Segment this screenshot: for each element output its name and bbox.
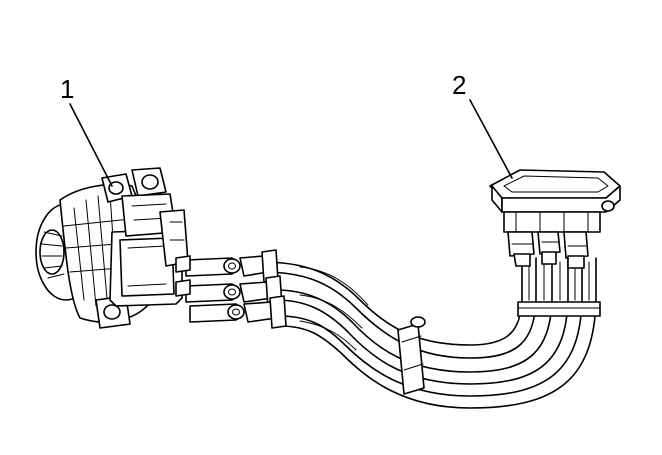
callout-1: 1 [60, 74, 113, 187]
generator-assembly [35, 167, 191, 329]
vertical-harness-strap [517, 301, 601, 317]
leader-line-1 [69, 103, 113, 187]
callout-2: 2 [452, 70, 513, 179]
leader-line-2 [469, 99, 513, 179]
callout-label-1: 1 [60, 74, 74, 104]
cable-terminal-lugs [185, 249, 287, 329]
callout-label-2: 2 [452, 70, 466, 100]
harness-tie-strap [397, 316, 426, 395]
harness-cables [261, 257, 597, 409]
junction-block-assembly [489, 169, 621, 269]
